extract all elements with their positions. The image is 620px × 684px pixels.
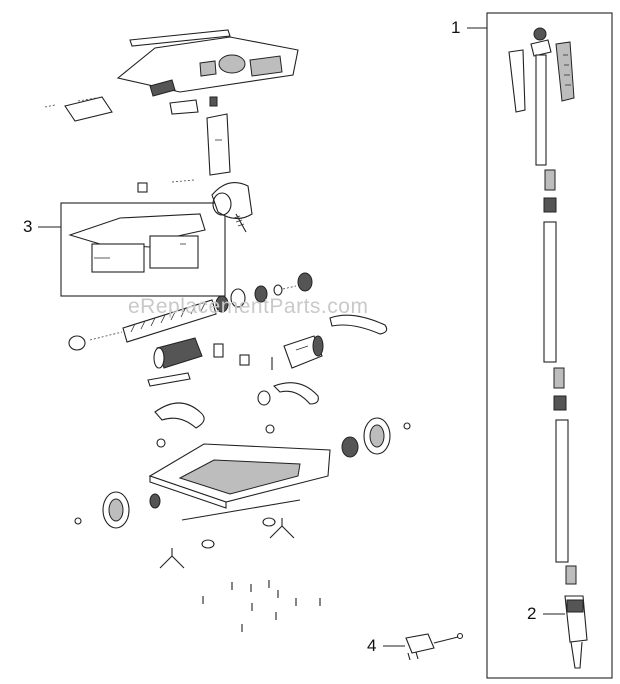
rear-wheel-right: [341, 417, 411, 458]
top-housing-part: [116, 29, 299, 97]
handle-tube-middle: [553, 367, 569, 563]
drive-belt-part: [329, 314, 388, 335]
handle-base-connector: [543, 595, 588, 669]
battery-pack-part: [153, 337, 203, 369]
handle-grip-part: [508, 27, 575, 166]
motor-part: [283, 335, 324, 369]
callout-label-1: 1: [451, 18, 461, 37]
switch-part: [213, 343, 273, 370]
bumper-cover-part: [44, 96, 113, 122]
watermark-text: eReplacementParts.com: [128, 295, 369, 318]
callout-label-4: 4: [367, 636, 377, 655]
sole-plate-strip: [147, 372, 319, 448]
caster-part: [159, 517, 295, 569]
charger-adapter-part: [383, 632, 464, 661]
callout-label-2: 2: [527, 604, 537, 623]
filter-plate-part: [169, 96, 218, 115]
handle-assembly-frame: [467, 12, 613, 679]
brushroll-part: [68, 272, 313, 351]
neck-swivel-part: [137, 113, 253, 233]
screw-set-part: [202, 580, 321, 632]
callout-label-3: 3: [23, 217, 33, 236]
handle-tube-upper: [543, 169, 557, 363]
base-chassis-part: [148, 443, 331, 521]
rear-wheel-left: [74, 491, 161, 529]
dust-cup-inset-frame: [38, 202, 226, 297]
handle-tube-lower: [565, 565, 577, 585]
